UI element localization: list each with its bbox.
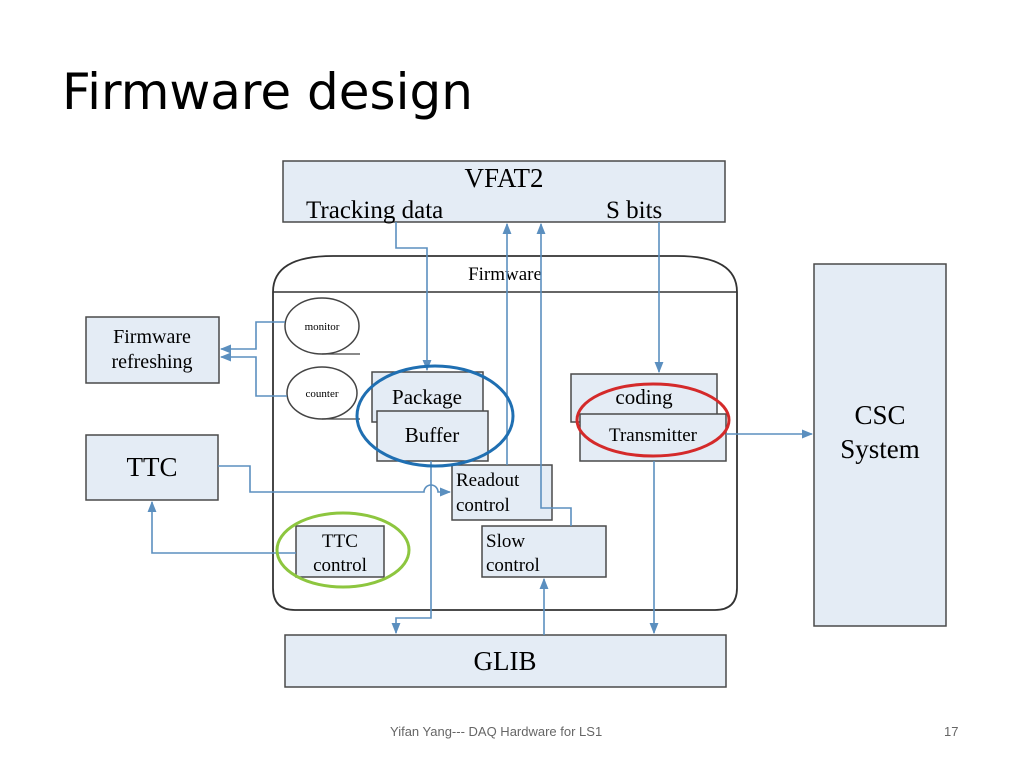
monitor-label: monitor — [305, 321, 340, 333]
page-number: 17 — [944, 724, 959, 739]
ttc-control-block: TTC control — [295, 525, 385, 578]
transmitter-label: Transmitter — [609, 425, 698, 446]
slide-title: Firmware design — [62, 63, 473, 121]
ttc-label: TTC — [127, 452, 178, 482]
ttc-control-line1: TTC — [322, 531, 358, 552]
readout-control-line1: Readout — [456, 470, 520, 491]
package-label: Package — [392, 385, 462, 409]
ttc-to-readout-wire — [218, 465, 452, 497]
coding-label: coding — [615, 385, 673, 409]
glib-label: GLIB — [474, 646, 537, 676]
monitor-node: monitor — [284, 297, 360, 355]
csc-system-block: CSC System — [813, 263, 947, 627]
buffer-to-glib-wire — [391, 461, 432, 635]
csc-system-line2: System — [840, 434, 920, 464]
highlight-circle-transmitter — [575, 382, 731, 458]
connections — [147, 222, 814, 635]
tracking-data-label: Tracking data — [306, 197, 443, 224]
highlight-circle-ttc-control — [275, 511, 411, 589]
s-bits-label: S bits — [606, 197, 662, 224]
vfat2-block: VFAT2 Tracking data S bits — [282, 160, 726, 224]
firmware-refreshing-line2: refreshing — [111, 351, 192, 373]
tracking-data-to-package-wire — [395, 222, 432, 372]
buffer-label: Buffer — [405, 423, 459, 447]
firmware-label: Firmware — [468, 264, 542, 285]
footer-text: Yifan Yang--- DAQ Hardware for LS1 — [390, 724, 603, 739]
firmware-refreshing-line1: Firmware — [113, 326, 191, 348]
ttc-block: TTC — [85, 434, 219, 501]
slow-control-line1: Slow — [486, 531, 525, 552]
counter-to-refreshing-wire — [219, 352, 287, 397]
glib-block: GLIB — [284, 634, 727, 688]
counter-label: counter — [306, 388, 339, 400]
monitor-to-refreshing-wire — [219, 321, 285, 354]
firmware-refreshing-block: Firmware refreshing — [85, 316, 220, 384]
highlight-circle-package-buffer — [355, 364, 515, 468]
transmitter-block: Transmitter — [579, 413, 727, 462]
readout-control-block: Readout control — [451, 464, 553, 521]
readout-control-line2: control — [456, 495, 510, 516]
ttc-control-line2: control — [313, 555, 367, 576]
vfat2-title: VFAT2 — [464, 163, 543, 193]
slow-control-up-to-vfat2-wire — [536, 222, 572, 526]
buffer-block: Buffer — [376, 410, 489, 462]
slow-control-line2: control — [486, 555, 540, 576]
csc-system-line1: CSC — [854, 400, 905, 430]
ttc-control-to-ttc-wire — [147, 500, 296, 554]
slow-control-block: Slow control — [481, 525, 607, 578]
counter-node: counter — [286, 366, 360, 420]
